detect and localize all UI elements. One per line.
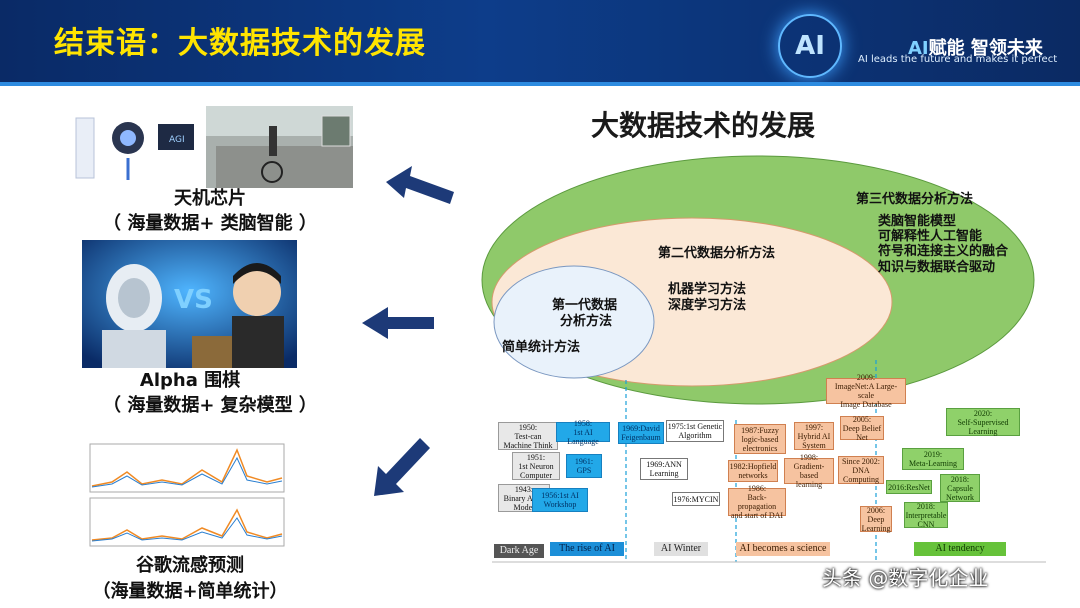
gen0-title: 简单统计方法 [502, 340, 581, 355]
alphago-figure-icon: VS [82, 240, 297, 368]
ai-logo-icon: AI [778, 14, 842, 78]
brand-ai: AI [908, 38, 929, 59]
timeline-1976: 1976:MYCIN [672, 492, 720, 506]
gen3-title: 第三代数据分析方法 [856, 192, 974, 207]
gen3-item-4: 知识与数据联合驱动 [878, 260, 996, 275]
era-dark-age: Dark Age [494, 544, 544, 558]
vs-label: VS [174, 285, 213, 315]
gen3-item-2: 可解释性人工智能 [878, 229, 983, 244]
diagram-title: 大数据技术的发展 [591, 109, 816, 142]
tianjic-title: 天机芯片 [174, 188, 246, 209]
gen3-item-1: 类脑智能模型 [878, 214, 957, 229]
watermark: 头条 @数字化企业 [822, 566, 989, 590]
gen1-title-line1: 第一代数据 [552, 298, 618, 313]
brand-slogan: AI leads the future and makes it perfect [858, 54, 1058, 65]
timeline-1958: 1958:1st AI Language [556, 419, 610, 446]
header-banner: 结束语：大数据技术的发展 AI AI赋能 智领未来 AI leads the f… [0, 0, 1080, 82]
tianjic-figure-icon: AGI [66, 106, 353, 188]
alphago-image: VS [82, 240, 297, 368]
header-divider [0, 82, 1080, 86]
brand-text: AI赋能 智领未来 [908, 34, 1043, 60]
arrow-to-tianjic-icon [386, 166, 454, 204]
gen2-item-2: 深度学习方法 [668, 298, 747, 313]
flu-subtitle: （海量数据+简单统计） [92, 581, 288, 602]
arrow-to-alphago-icon [362, 307, 434, 339]
era-ai-science: AI becomes a science [736, 542, 830, 556]
google-flu-chart-image [82, 440, 287, 552]
arrow-to-flu-icon [374, 438, 430, 496]
gen2-item-1: 机器学习方法 [668, 282, 747, 297]
alphago-subtitle: （ 海量数据+ 复杂模型 ） [103, 395, 317, 416]
era-ai-tendency: AI tendency [914, 542, 1006, 556]
flu-chart-icon [82, 440, 287, 552]
brand-rest: 赋能 智领未来 [928, 38, 1043, 59]
era-ai-winter: AI Winter [654, 542, 708, 556]
generation-ellipses [481, 155, 1035, 405]
gen2-title: 第二代数据分析方法 [658, 246, 776, 261]
agi-label: AGI [169, 135, 185, 145]
gen1-ellipse [493, 265, 655, 379]
timeline-1961: 1961:GPS [566, 454, 602, 478]
gen3-item-3: 符号和连接主义的融合 [878, 244, 1009, 259]
alphago-title: Alpha 围棋 [139, 370, 241, 391]
timeline-2016: 2016:ResNet [886, 480, 932, 494]
era-rise-of-ai: The rise of AI [550, 542, 624, 556]
tianjic-chip-image: AGI [66, 106, 353, 188]
timeline-2019: 2019:Meta-Learning [902, 448, 964, 470]
page-title: 结束语：大数据技术的发展 [54, 26, 426, 61]
flu-title: 谷歌流感预测 [136, 555, 244, 576]
gen1-title-line2: 分析方法 [560, 314, 613, 329]
tianjic-subtitle: （ 海量数据+ 类脑智能 ） [103, 213, 317, 234]
